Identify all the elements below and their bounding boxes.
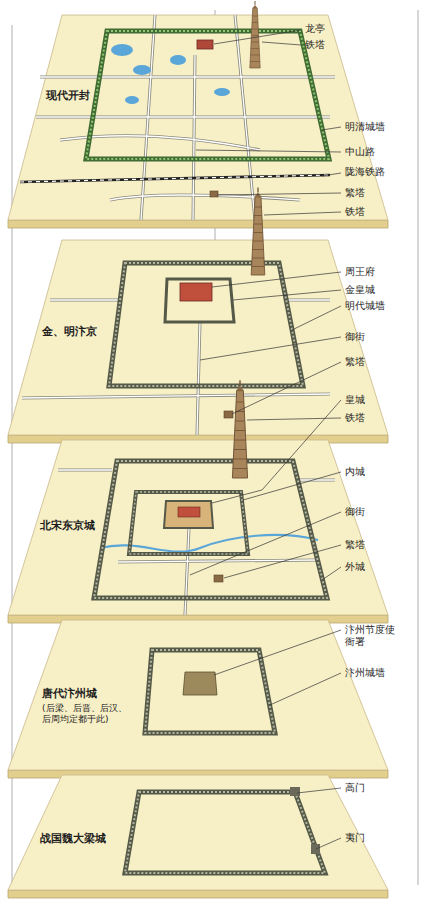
slab-front (8, 220, 388, 228)
label-holder: 金皇城 (345, 284, 375, 296)
slab-top (8, 440, 388, 615)
label-holder: 周王府 (345, 266, 375, 278)
label-holder: 陇海铁路 (345, 166, 385, 178)
callout-label: 御街 (345, 506, 365, 518)
callout-label: 龙亭 (305, 23, 325, 35)
lake (214, 88, 230, 96)
lake (133, 65, 151, 75)
layer-note: (后梁、后晋、后汉、后周均定都于此) (42, 703, 130, 725)
layer-title: 战国魏大梁城 (40, 832, 106, 845)
palace (180, 283, 212, 301)
layer-slab: 唐代汴州城 (后梁、后晋、后汉、后周均定都于此) (8, 620, 388, 778)
callout-label: 铁塔 (305, 39, 325, 51)
label-holder: 汴州节度使衙署 (345, 624, 397, 648)
slab-top (8, 620, 388, 770)
layer-slab: 北宋东京城 (8, 440, 388, 623)
label-holder: 铁塔 (305, 39, 325, 51)
layer-title: 唐代汴州城 (42, 687, 97, 700)
palace (178, 507, 200, 517)
iron-pagoda (232, 380, 247, 478)
callout-label: 汴州城墙 (345, 667, 385, 679)
gate (290, 787, 300, 796)
guide-line (418, 10, 419, 885)
office-building (183, 672, 217, 695)
label-holder: 御街 (345, 331, 365, 343)
label-holder: 中山路 (345, 146, 375, 158)
lake (125, 96, 139, 104)
layer-title: 金、明汴京 (42, 325, 97, 338)
callout-label: 铁塔 (345, 412, 365, 424)
callout-label: 明清城墙 (345, 121, 385, 133)
label-holder: 外城 (345, 561, 365, 573)
callout-label: 内城 (345, 466, 365, 478)
callout-label: 陇海铁路 (345, 166, 385, 178)
lake (170, 55, 186, 65)
callout-label: 铁塔 (345, 206, 365, 218)
label-holder: 明清城墙 (345, 121, 385, 133)
slab-top (8, 775, 388, 890)
pagoda-base (214, 575, 223, 582)
pavilion (197, 40, 213, 49)
callout-label: 汴州节度使衙署 (345, 624, 397, 648)
callout-label: 御街 (345, 331, 365, 343)
label-holder: 龙亭 (305, 23, 325, 35)
lake (111, 44, 133, 56)
label-holder: 铁塔 (345, 412, 365, 424)
callout-label: 高门 (345, 782, 365, 794)
callout-label: 繁塔 (345, 539, 365, 551)
label-holder: 御街 (345, 506, 365, 518)
callout-label: 夷门 (345, 832, 365, 844)
slab-front (8, 890, 388, 898)
label-holder: 铁塔 (345, 206, 365, 218)
slab-shape (8, 240, 388, 443)
callout-label: 明代城墙 (345, 300, 385, 312)
slab-shape (8, 15, 388, 228)
callout-label: 繁塔 (345, 187, 365, 199)
iron-pagoda (250, 1, 260, 68)
layer-title: 北宋东京城 (40, 519, 95, 532)
label-holder: 汴州城墙 (345, 667, 385, 679)
label-holder: 明代城墙 (345, 300, 385, 312)
imperial-city (164, 501, 213, 528)
label-holder: 繁塔 (345, 539, 365, 551)
callout-label: 繁塔 (345, 356, 365, 368)
layer-slab: 现代开封 (8, 15, 388, 228)
label-holder: 繁塔 (345, 356, 365, 368)
pagoda-base (224, 411, 233, 418)
label-holder: 高门 (345, 782, 365, 794)
pagoda-base (210, 191, 218, 197)
label-holder: 繁塔 (345, 187, 365, 199)
callout-label: 中山路 (345, 146, 375, 158)
callout-label: 皇城 (345, 394, 365, 406)
label-holder: 夷门 (345, 832, 365, 844)
callout-label: 金皇城 (345, 284, 375, 296)
gate (311, 844, 320, 854)
callout-label: 周王府 (345, 266, 375, 278)
label-holder: 皇城 (345, 394, 365, 406)
layer-slab: 金、明汴京 (8, 240, 388, 443)
layer-title: 现代开封 (46, 89, 90, 102)
callout-label: 外城 (345, 561, 365, 573)
slab-top (8, 15, 388, 220)
layer-slab: 战国魏大梁城 (8, 775, 388, 898)
label-holder: 内城 (345, 466, 365, 478)
slab-top (8, 240, 388, 435)
guide-line (12, 25, 13, 885)
